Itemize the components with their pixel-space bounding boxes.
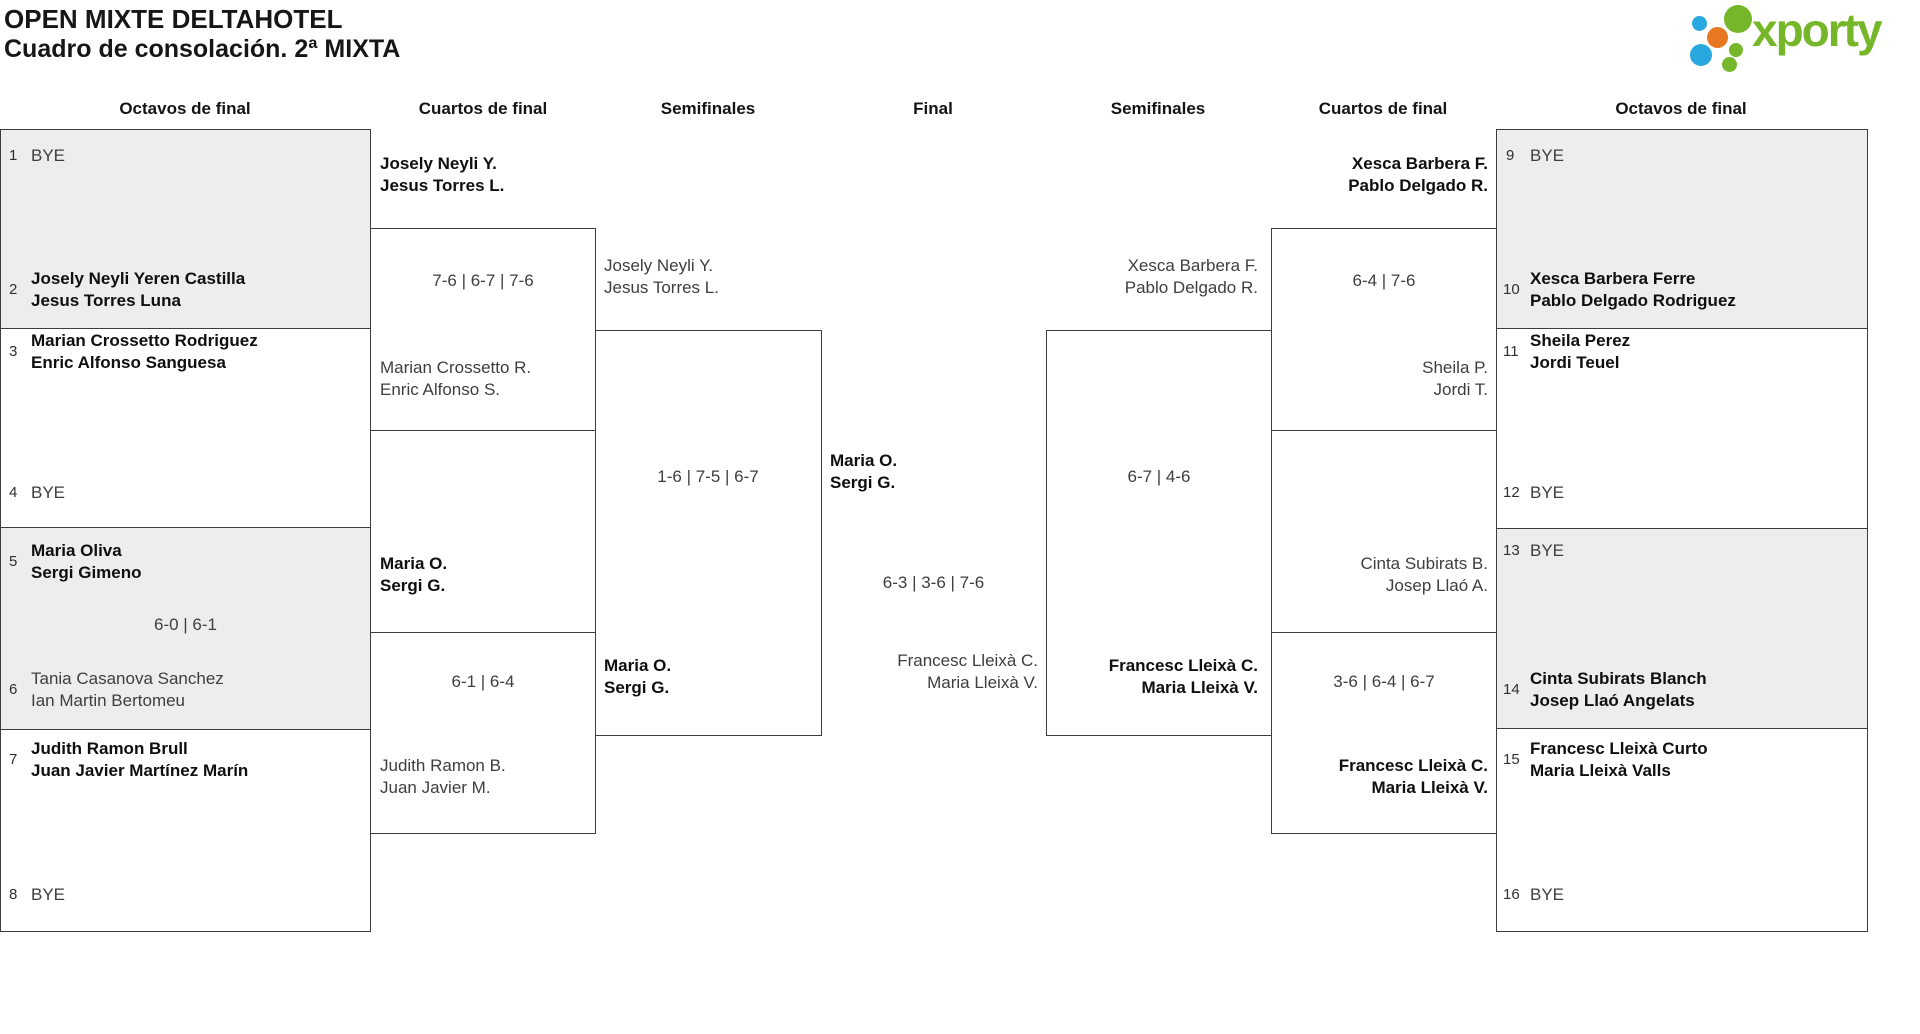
final-score: 6-3 | 3-6 | 7-6 bbox=[882, 573, 985, 592]
seed-number: 3 bbox=[9, 343, 18, 360]
cuartos-left-2-score: 6-1 | 6-4 bbox=[451, 672, 515, 691]
octavos-left-box-5-6 bbox=[0, 527, 371, 730]
seed-number: 7 bbox=[9, 751, 18, 768]
round-header-cuartos-left: Cuartos de final bbox=[418, 99, 548, 118]
logo-dot-green-bottom-icon bbox=[1722, 57, 1737, 72]
seed-number: 12 bbox=[1503, 484, 1520, 501]
seed-number: 4 bbox=[9, 484, 18, 501]
round-header-final: Final bbox=[913, 99, 953, 118]
cuartos-right-1-bottom-team: Sheila P.Jordi T. bbox=[1422, 358, 1488, 399]
semifinal-left-bottom-team: Maria O.Sergi G. bbox=[604, 656, 672, 697]
logo-dot-orange-icon bbox=[1707, 27, 1728, 48]
seed-number: 15 bbox=[1503, 751, 1520, 768]
seed-number: 6 bbox=[9, 681, 18, 698]
seed-number: 16 bbox=[1503, 886, 1520, 903]
cuartos-left-1-top-team: Josely Neyli Y.Jesus Torres L. bbox=[380, 154, 505, 195]
round-header-octavos-right: Octavos de final bbox=[1615, 99, 1747, 118]
page-title: OPEN MIXTE DELTAHOTEL bbox=[4, 4, 343, 34]
seed-number: 1 bbox=[9, 147, 18, 164]
cuartos-right-1-top-team: Xesca Barbera F.Pablo Delgado R. bbox=[1348, 154, 1488, 195]
seed-number: 10 bbox=[1503, 281, 1520, 298]
seed-number: 14 bbox=[1503, 681, 1520, 698]
semifinal-right-score: 6-7 | 4-6 bbox=[1127, 467, 1191, 486]
semifinal-right-box bbox=[1046, 330, 1272, 736]
octavos-right-box-11-12 bbox=[1496, 328, 1868, 529]
cuartos-right-box-2 bbox=[1271, 632, 1497, 834]
round-header-cuartos-right: Cuartos de final bbox=[1318, 99, 1448, 118]
cuartos-left-box-1 bbox=[370, 228, 596, 431]
team-entry-bye: BYE bbox=[31, 885, 66, 904]
final-runnerup-team: Francesc Lleixà C.Maria Lleixà V. bbox=[897, 651, 1038, 692]
octavos-left-box-1-2 bbox=[0, 129, 371, 329]
cuartos-right-1-score: 6-4 | 7-6 bbox=[1352, 271, 1416, 290]
seed-number: 2 bbox=[9, 281, 18, 298]
page-subtitle: Cuadro de consolación. 2ª MIXTA bbox=[4, 35, 401, 63]
seed-number: 13 bbox=[1503, 542, 1520, 559]
seed-number: 8 bbox=[9, 886, 18, 903]
seed-number: 9 bbox=[1506, 147, 1515, 164]
cuartos-right-box-1 bbox=[1271, 228, 1497, 431]
seed-number: 5 bbox=[9, 553, 18, 570]
octavos-right-box-15-16 bbox=[1496, 728, 1868, 932]
logo-dot-blue-big-icon bbox=[1690, 44, 1712, 66]
logo-dot-blue-small-icon bbox=[1692, 16, 1707, 31]
team-entry-bye: BYE bbox=[1530, 483, 1565, 502]
octavos-left-box-3-4 bbox=[0, 328, 371, 528]
cuartos-right-2-top-team: Cinta Subirats B.Josep Llaó A. bbox=[1360, 554, 1488, 595]
cuartos-left-2-bottom-team: Judith Ramon B.Juan Javier M. bbox=[380, 756, 506, 797]
final-winner-team: Maria O.Sergi G. bbox=[830, 451, 898, 492]
semifinal-left-score: 1-6 | 7-5 | 6-7 bbox=[657, 467, 759, 486]
cuartos-left-1-bottom-team: Marian Crossetto R.Enric Alfonso S. bbox=[380, 358, 532, 399]
cuartos-left-box-2 bbox=[370, 632, 596, 834]
semifinal-right-top-team: Xesca Barbera F.Pablo Delgado R. bbox=[1124, 256, 1258, 297]
semifinal-right-bottom-team: Francesc Lleixà C.Maria Lleixà V. bbox=[1108, 656, 1258, 697]
cuartos-left-1-score: 7-6 | 6-7 | 7-6 bbox=[432, 271, 534, 290]
team-entry-bye: BYE bbox=[31, 146, 66, 165]
seed-number: 11 bbox=[1503, 343, 1519, 360]
round-header-semis-right: Semifinales bbox=[1110, 99, 1206, 118]
octavos-match-5-6-score: 6-0 | 6-1 bbox=[153, 615, 217, 634]
team-entry-bye: BYE bbox=[31, 483, 66, 502]
cuartos-right-2-score: 3-6 | 6-4 | 6-7 bbox=[1333, 672, 1435, 691]
team-entry-bye: BYE bbox=[1530, 885, 1565, 904]
round-header-octavos-left: Octavos de final bbox=[119, 99, 251, 118]
logo-dot-green-big-icon bbox=[1724, 5, 1752, 33]
cuartos-right-2-bottom-team: Francesc Lleixà C.Maria Lleixà V. bbox=[1338, 756, 1488, 797]
team-entry-bye: BYE bbox=[1530, 146, 1565, 165]
semifinal-left-top-team: Josely Neyli Y.Jesus Torres L. bbox=[604, 256, 719, 297]
octavos-right-box-13-14 bbox=[1496, 528, 1868, 729]
round-header-semis-left: Semifinales bbox=[660, 99, 756, 118]
team-entry-bye: BYE bbox=[1530, 541, 1565, 560]
logo-wordmark: xporty bbox=[1752, 4, 1883, 56]
octavos-left-box-7-8 bbox=[0, 729, 371, 932]
logo-dot-green-right-icon bbox=[1729, 43, 1743, 57]
cuartos-left-2-top-team: Maria O.Sergi G. bbox=[380, 554, 448, 595]
semifinal-left-box bbox=[595, 330, 822, 736]
octavos-right-box-9-10 bbox=[1496, 129, 1868, 329]
